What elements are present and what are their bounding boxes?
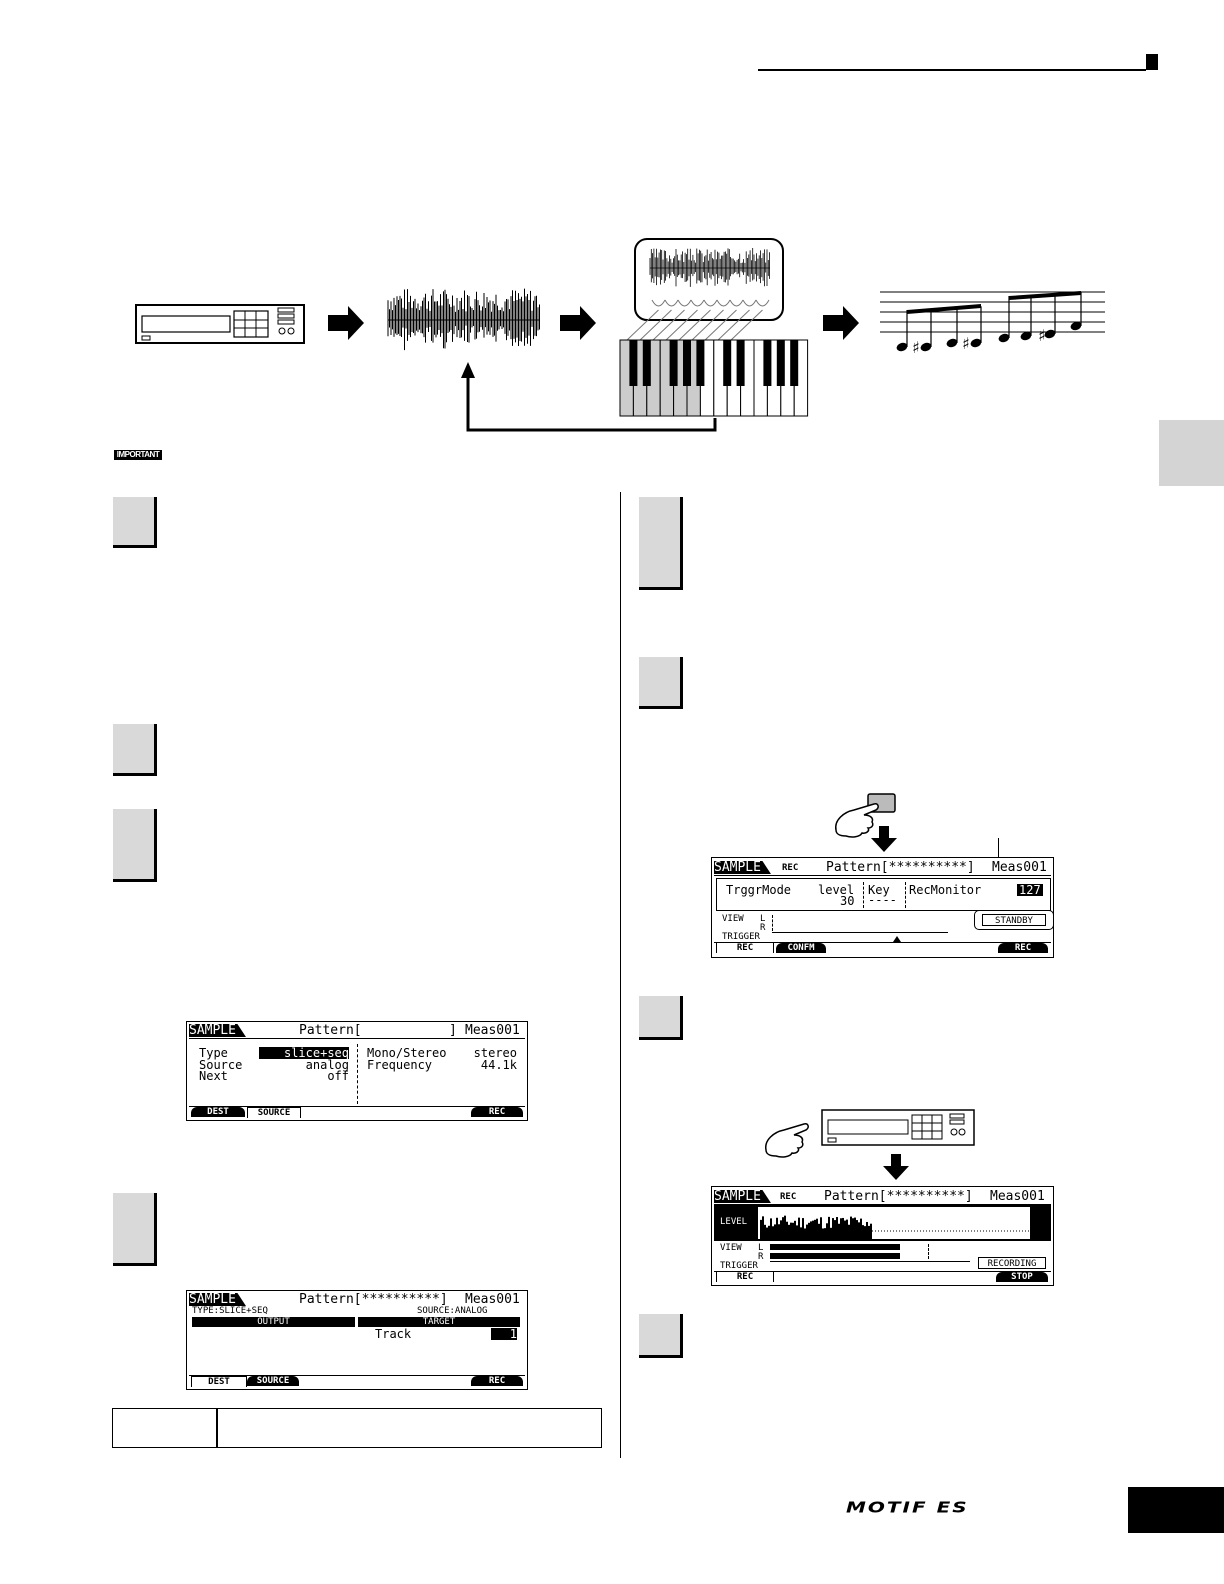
- step-box-6: [639, 657, 683, 709]
- rec-button[interactable]: REC: [998, 943, 1048, 953]
- step-box-5: [639, 497, 683, 590]
- view-label: VIEW: [720, 1243, 742, 1253]
- step-box-7: [639, 996, 683, 1040]
- step-box-1: [113, 497, 157, 548]
- recmonitor-value[interactable]: 127: [1017, 883, 1043, 897]
- lcd-mode-label: SAMPLE: [189, 1024, 246, 1037]
- page-number-box: [1128, 1487, 1224, 1533]
- lcd-mode-label: SAMPLE: [189, 1293, 246, 1306]
- r-label: R: [760, 923, 766, 933]
- lcd-sub-label: REC: [782, 863, 799, 873]
- svg-text:♯: ♯: [912, 338, 920, 357]
- target-header: TARGET: [358, 1317, 520, 1327]
- lcd-standby-screen: SAMPLE REC Pattern[**********] Meas001 T…: [711, 857, 1054, 958]
- workflow-illustration: ♯ ♯ ♯: [135, 238, 1105, 432]
- level-label: level: [818, 883, 855, 897]
- lcd-pattern-end: ]: [449, 1023, 457, 1038]
- tab-rec[interactable]: REC: [471, 1107, 523, 1117]
- lcd-sub-label: REC: [780, 1192, 797, 1202]
- recording-indicator: RECORDING: [978, 1257, 1046, 1269]
- frequency-label: Frequency: [367, 1058, 433, 1072]
- source-value[interactable]: analog: [305, 1058, 349, 1072]
- l-label: L: [758, 1243, 764, 1253]
- lcd-mode-label: SAMPLE: [714, 861, 771, 874]
- keyboard-illustration: [619, 339, 809, 417]
- frequency-value[interactable]: 44.1k: [480, 1058, 517, 1072]
- type-value[interactable]: slice+seq: [259, 1047, 349, 1059]
- type-label: Type: [199, 1046, 228, 1060]
- r-label: R: [758, 1252, 764, 1262]
- level-value[interactable]: 30: [840, 894, 855, 908]
- trggrmode-label: TrggrMode: [726, 883, 792, 897]
- lcd-source-screen: SAMPLE Pattern[ ] Meas001 Type slice+seq…: [186, 1021, 528, 1121]
- waveform-illustration: [387, 288, 540, 351]
- lcd-dest-screen: SAMPLE Pattern[**********] Meas001 TYPE:…: [186, 1290, 528, 1390]
- arrow-1: [328, 306, 364, 340]
- trigger-label: TRIGGER: [722, 932, 760, 942]
- trigger-label: TRIGGER: [720, 1261, 758, 1271]
- lcd-pattern: Pattern[**********]: [824, 1189, 973, 1204]
- level-label: LEVEL: [720, 1217, 748, 1227]
- lcd-meas: Meas001: [992, 860, 1047, 875]
- side-tab: [1159, 420, 1224, 486]
- monostereo-value[interactable]: stereo: [473, 1046, 517, 1060]
- step-box-4: [113, 1193, 157, 1266]
- recmonitor-label: RecMonitor: [909, 883, 982, 897]
- svg-text:♯: ♯: [1038, 326, 1046, 345]
- lcd-meas: Meas001: [465, 1023, 520, 1038]
- down-arrow-2: [883, 1154, 909, 1180]
- tab-source[interactable]: SOURCE: [247, 1107, 301, 1118]
- step-box-8: [639, 1314, 683, 1358]
- tab-confirm[interactable]: CONFM: [776, 943, 826, 953]
- tab-rec[interactable]: REC: [716, 1271, 774, 1282]
- stop-button[interactable]: STOP: [996, 1272, 1048, 1282]
- lcd-pattern: Pattern[**********]: [299, 1292, 448, 1307]
- tab-source[interactable]: SOURCE: [247, 1376, 299, 1386]
- source-label: Source: [199, 1058, 243, 1072]
- lcd-pattern: Pattern[: [299, 1023, 362, 1038]
- button-press-illustration: [835, 793, 896, 838]
- key-value[interactable]: ----: [868, 893, 897, 907]
- music-notation-illustration: ♯ ♯ ♯: [880, 291, 1105, 357]
- source-info: SOURCE:ANALOG: [417, 1306, 488, 1316]
- output-header: OUTPUT: [192, 1317, 355, 1327]
- track-label: Track: [375, 1327, 412, 1341]
- cd-player-illustration: [135, 304, 305, 344]
- lcd-recording-screen: SAMPLE REC Pattern[**********] Meas001 L…: [711, 1186, 1054, 1286]
- meter-r: [770, 1253, 900, 1259]
- standby-indicator: STANDBY: [982, 914, 1046, 926]
- tab-dest[interactable]: DEST: [191, 1376, 247, 1387]
- column-divider: [620, 492, 621, 1458]
- info-table: [112, 1408, 602, 1448]
- standby-highlight: [974, 910, 1054, 930]
- tab-rec[interactable]: REC: [716, 942, 774, 953]
- lcd-mode-label: SAMPLE: [714, 1190, 771, 1203]
- tab-dest[interactable]: DEST: [191, 1107, 245, 1117]
- next-value[interactable]: off: [327, 1069, 349, 1083]
- next-label: Next: [199, 1069, 228, 1083]
- arrow-2: [560, 306, 596, 340]
- important-badge: IMPORTANT: [114, 450, 162, 460]
- level-graph: [758, 1207, 1038, 1239]
- step-box-2: [113, 724, 157, 776]
- type-info: TYPE:SLICE+SEQ: [192, 1306, 268, 1316]
- header-rule: [758, 69, 1146, 71]
- meter-l: [770, 1244, 900, 1250]
- lcd-meas: Meas001: [990, 1189, 1045, 1204]
- key-label: Key: [868, 883, 890, 897]
- motif-es-logo: MOTIF ES: [846, 1498, 969, 1516]
- lcd-pattern: Pattern[**********]: [826, 860, 975, 875]
- lcd-meas: Meas001: [465, 1292, 520, 1307]
- hand-cd-illustration: [765, 1109, 975, 1158]
- svg-text:♯: ♯: [962, 334, 970, 353]
- arrow-3: [823, 306, 859, 340]
- down-arrow-1: [871, 826, 897, 852]
- track-value[interactable]: 1: [491, 1328, 517, 1340]
- monostereo-label: Mono/Stereo: [367, 1046, 447, 1060]
- l-label: L: [760, 914, 766, 924]
- header-marker: [1146, 54, 1158, 70]
- tab-rec[interactable]: REC: [471, 1376, 523, 1386]
- step-box-3: [113, 809, 157, 882]
- view-label: VIEW: [722, 914, 744, 924]
